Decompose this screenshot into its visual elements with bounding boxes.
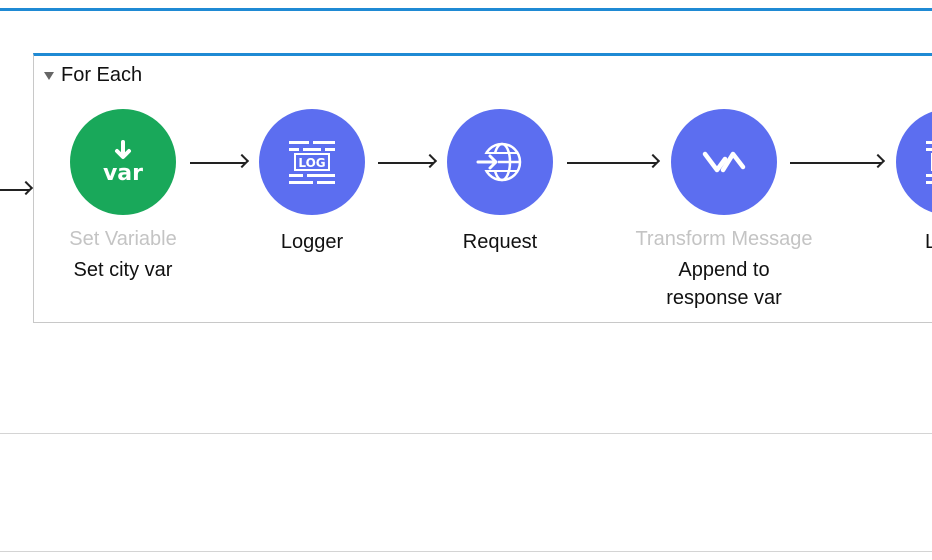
set-variable-label: Set city var <box>73 259 173 281</box>
log-icon: LOG <box>289 141 335 184</box>
scope-title: For Each <box>61 64 143 86</box>
transform-message-category: Transform Message <box>635 228 813 250</box>
transform-message-node[interactable] <box>671 109 777 215</box>
flow-top-border <box>0 8 932 11</box>
svg-text:var: var <box>103 161 143 186</box>
transform-icon <box>702 151 746 173</box>
logger-node[interactable]: LOG <box>259 109 365 215</box>
collapse-triangle-icon[interactable] <box>44 71 54 80</box>
request-node[interactable] <box>447 109 553 215</box>
arrow-2 <box>378 162 434 164</box>
transform-message-label: Append to response var <box>666 259 782 309</box>
set-variable-node[interactable]: var <box>70 109 176 215</box>
log-icon <box>926 141 932 184</box>
var-icon: var <box>103 140 143 186</box>
arrow-1 <box>190 162 246 164</box>
incoming-arrow <box>0 189 30 191</box>
set-variable-category: Set Variable <box>69 228 177 250</box>
arrow-3 <box>567 162 657 164</box>
logger-label: Logger <box>280 231 344 253</box>
logger-2-label: Lo <box>925 231 932 253</box>
svg-text:LOG: LOG <box>298 156 325 170</box>
flow-divider-1 <box>0 433 932 434</box>
globe-request-icon <box>476 142 522 182</box>
arrow-4 <box>790 162 882 164</box>
scope-header[interactable]: For Each <box>44 64 142 87</box>
flow-divider-2 <box>0 551 932 552</box>
request-label: Request <box>462 231 538 253</box>
